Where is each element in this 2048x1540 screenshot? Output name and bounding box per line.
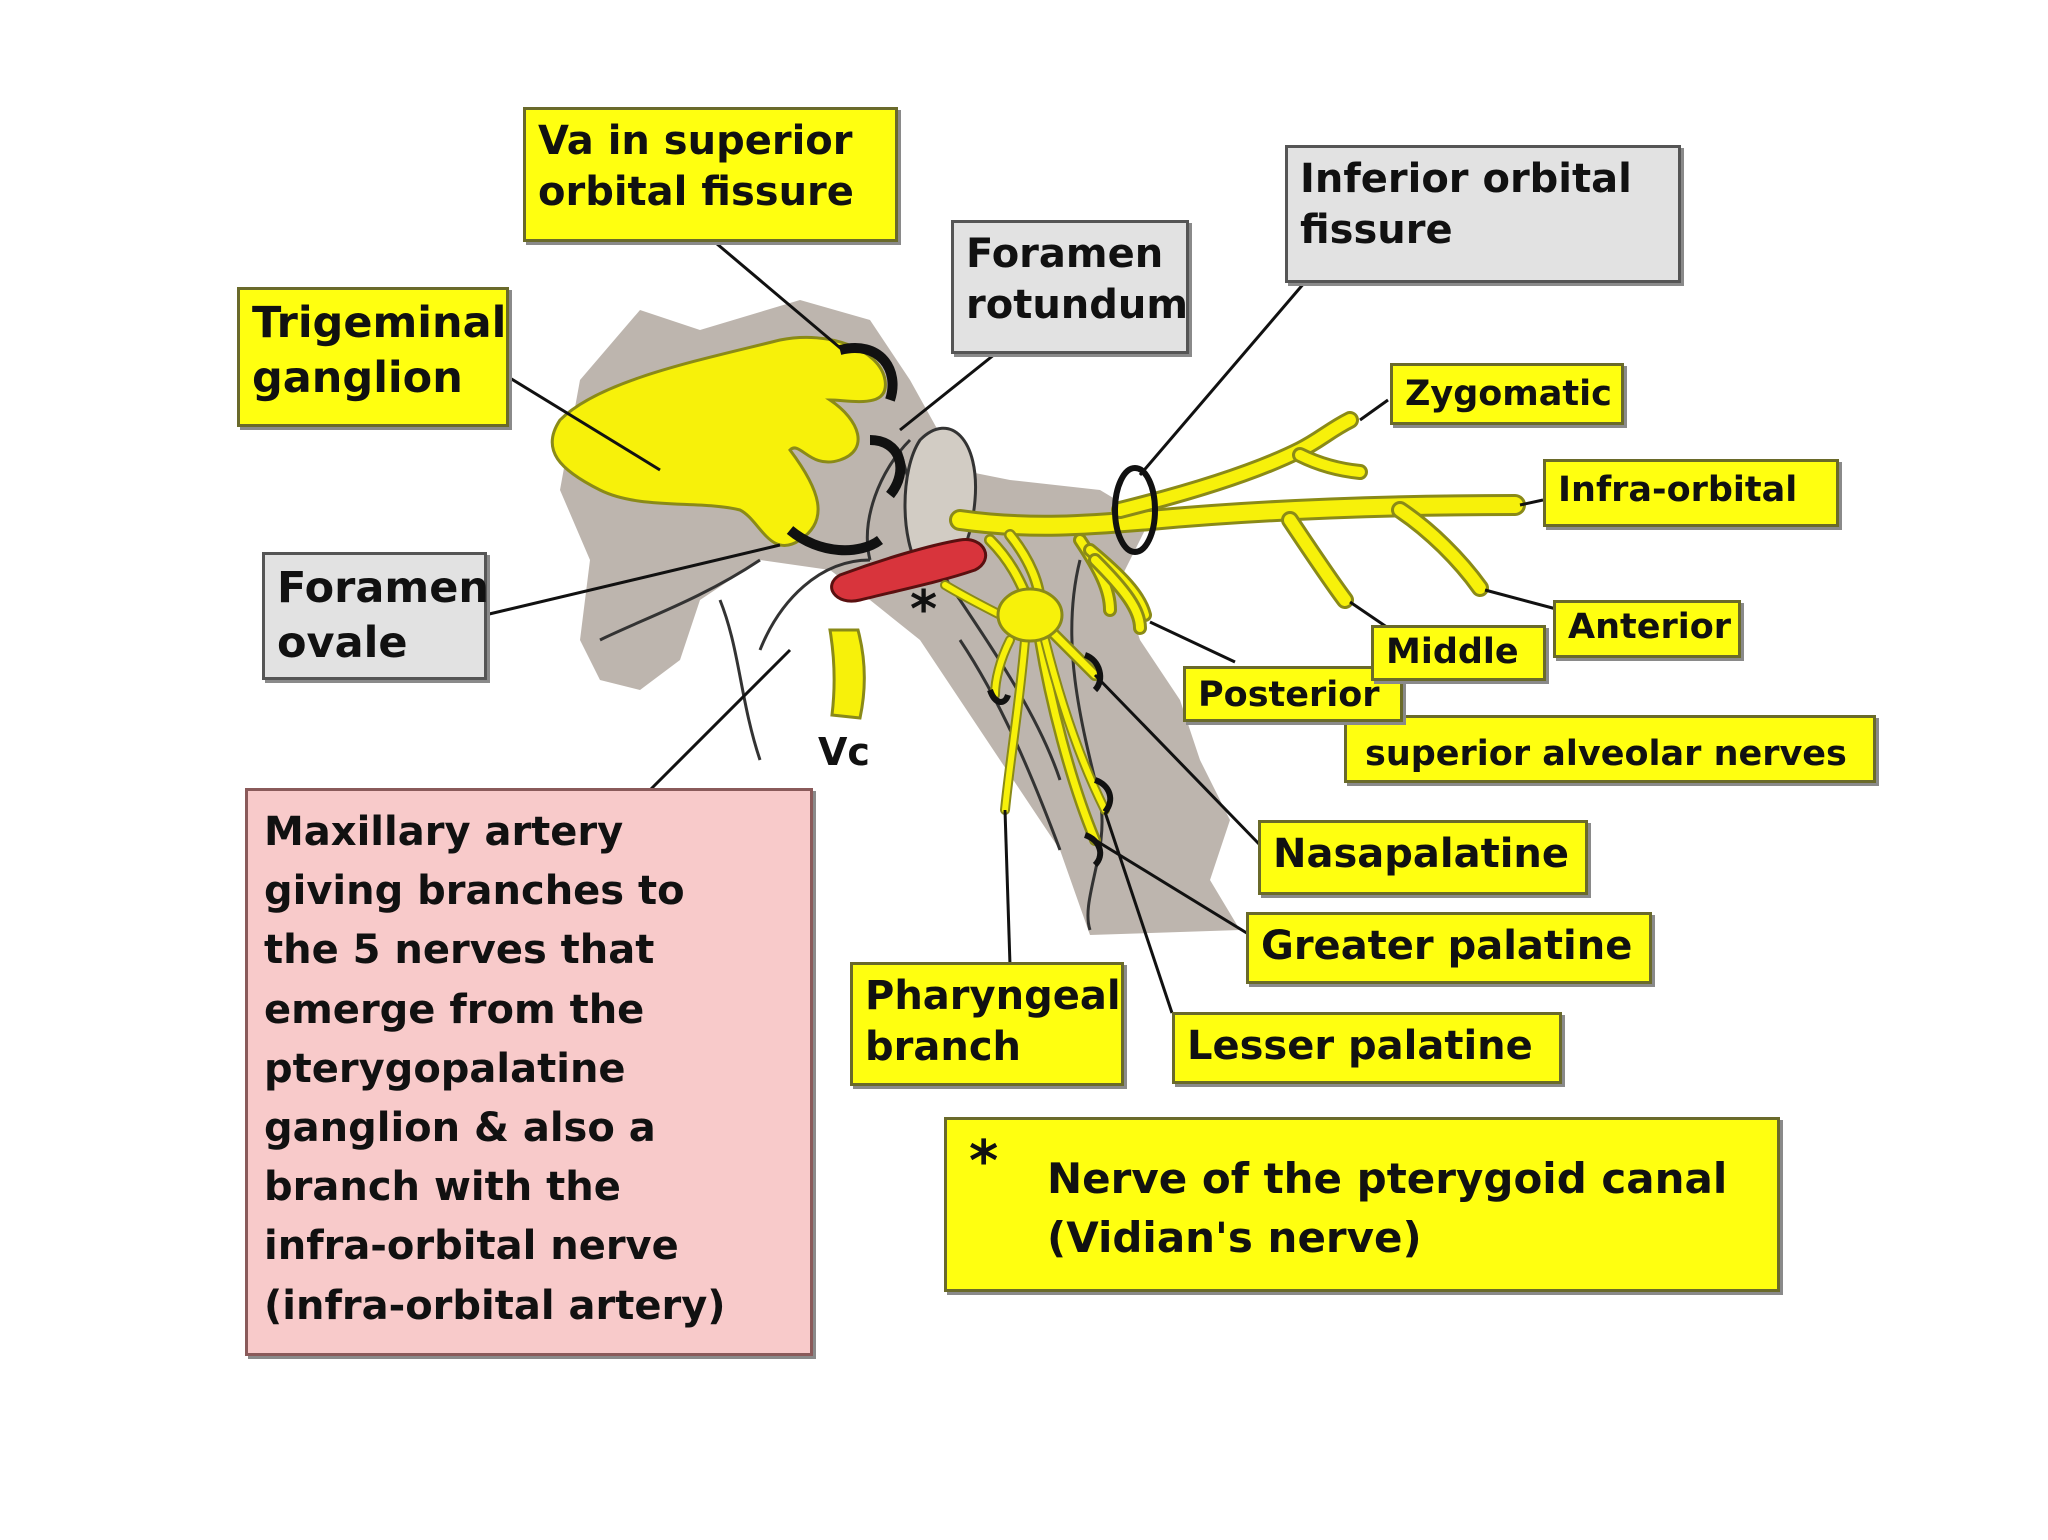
anterior-label: Anterior: [1553, 600, 1741, 658]
greater-palatine-label: Greater palatine: [1246, 912, 1652, 984]
vidian-nerve-note: * Nerve of the pterygoid canal (Vidian's…: [944, 1117, 1780, 1292]
pterygopalatine-ganglion: [996, 587, 1064, 643]
zygomatic-label: Zygomatic: [1390, 363, 1624, 425]
va-superior-orbital-fissure-label: Va in superior orbital fissure: [523, 107, 898, 242]
maxillary-artery-shape: [830, 538, 988, 603]
inferior-orbital-fissure-ring: [1112, 465, 1158, 555]
vidian-star-marker: *: [910, 580, 938, 640]
posterior-label: Posterior: [1183, 666, 1403, 722]
superior-alveolar-nerves-label: superior alveolar nerves: [1344, 715, 1876, 783]
leader-lines: [484, 236, 1561, 1014]
maxillary-artery-label: Maxillary artery giving branches to the …: [245, 788, 813, 1356]
foramen-rings: [786, 343, 906, 556]
foramen-rotundum-label: Foramen rotundum: [951, 220, 1189, 354]
trigeminal-ganglion-shape: [550, 335, 887, 547]
inferior-orbital-fissure-label: Inferior orbital fissure: [1285, 145, 1681, 283]
middle-label: Middle: [1371, 625, 1546, 681]
nasapalatine-label: Nasapalatine: [1258, 820, 1588, 895]
vc-label: Vc: [818, 730, 870, 774]
infra-orbital-label: Infra-orbital: [1543, 459, 1839, 527]
vidian-note-text: Nerve of the pterygoid canal (Vidian's n…: [1047, 1154, 1728, 1262]
lesser-palatine-label: Lesser palatine: [1172, 1012, 1562, 1084]
foramen-ovale-label: Foramen ovale: [262, 552, 489, 680]
trigeminal-ganglion-label: Trigeminal ganglion: [237, 287, 509, 427]
vidian-note-star: *: [969, 1129, 999, 1194]
mandibular-nerve-stub: [828, 628, 866, 720]
pharyngeal-branch-label: Pharyngeal branch: [850, 962, 1124, 1086]
palatine-foramen-rings: [987, 652, 1114, 868]
